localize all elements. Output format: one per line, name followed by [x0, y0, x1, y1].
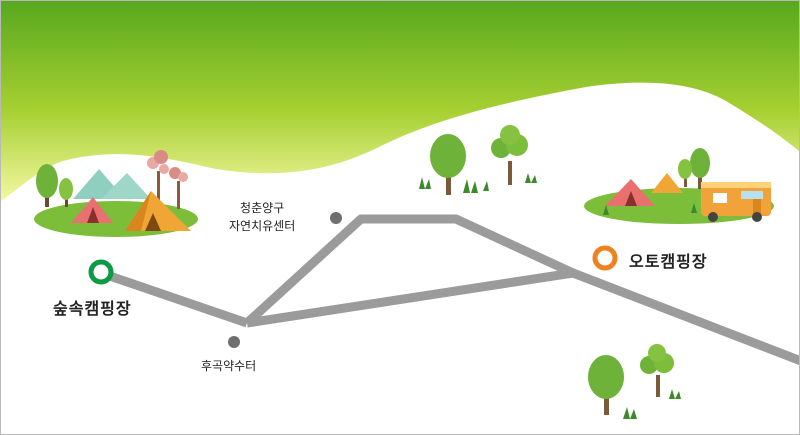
forest-camp-illustration: [34, 150, 198, 237]
healing-center-label[interactable]: 청춘양구 자연치유센터: [229, 199, 295, 235]
forest-camp-label[interactable]: 숲속캠핑장: [53, 299, 132, 318]
tent-icon: [651, 173, 683, 193]
tree-icon: [640, 344, 674, 397]
auto-camp-marker-icon[interactable]: [592, 245, 618, 271]
waypoint-marker-icon[interactable]: [330, 212, 342, 224]
tree-icon: [169, 167, 188, 209]
waypoint-marker-icon[interactable]: [228, 336, 240, 348]
grass-icon: [603, 203, 697, 215]
tree-icon: [491, 125, 528, 185]
healing-center-label-line2: 자연치유센터: [229, 219, 296, 233]
healing-center-label-line1: 청춘양구: [240, 201, 285, 215]
trail-junction-to-center: [243, 214, 575, 327]
tree-icon: [588, 355, 624, 415]
bottom-trees-illustration: [588, 344, 681, 419]
spring-label[interactable]: 후곡약수터: [201, 359, 257, 373]
tree-icon: [36, 164, 58, 207]
grass-icon: [419, 173, 537, 193]
trail-auto-to-edge: [571, 268, 799, 366]
tree-icon: [430, 134, 466, 195]
trail-forest-to-junction: [99, 268, 249, 328]
grass-icon: [623, 389, 681, 419]
forest-camp-marker-icon[interactable]: [88, 259, 114, 285]
mountain-icon: [101, 173, 151, 199]
tent-icon: [605, 179, 655, 206]
tree-icon: [147, 150, 169, 207]
trail-network: [99, 214, 799, 366]
auto-camp-label[interactable]: 오토캠핑장: [629, 252, 708, 271]
tree-icon: [678, 159, 692, 187]
hills-silhouette: [1, 82, 799, 434]
camper-van-icon: [701, 182, 771, 222]
tent-icon: [125, 191, 191, 231]
trail-junction-to-auto: [246, 268, 574, 328]
tree-icon: [690, 148, 710, 189]
auto-camp-illustration: [584, 148, 774, 224]
tree-icon: [59, 178, 73, 207]
tent-icon: [71, 197, 113, 223]
center-trees-illustration: [419, 125, 537, 195]
